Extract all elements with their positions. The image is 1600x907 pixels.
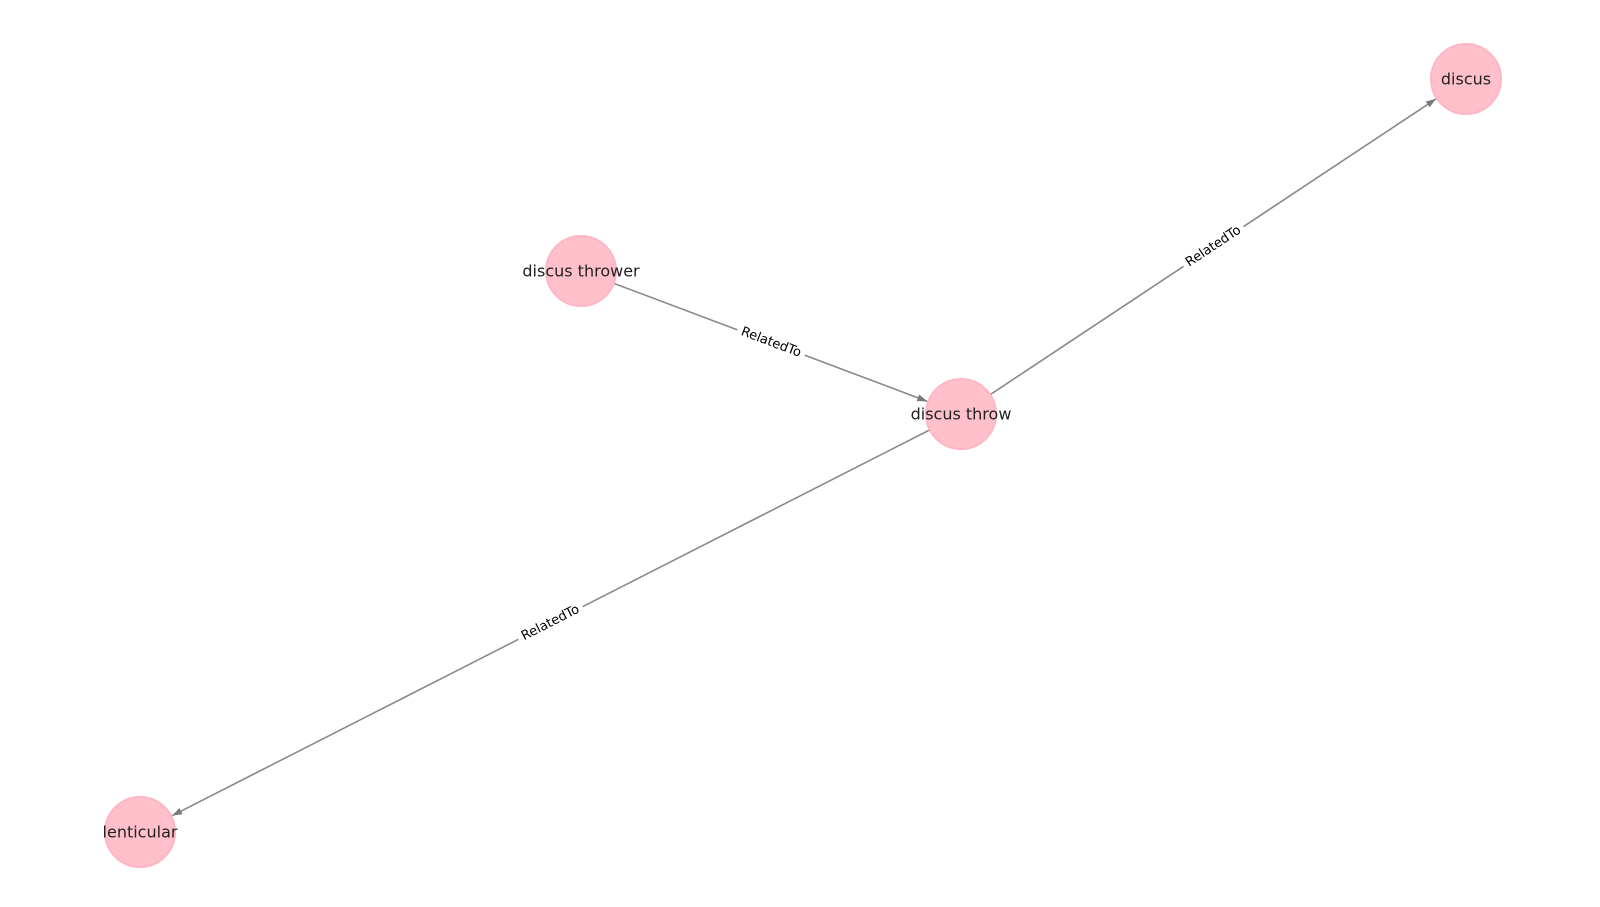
edge-label-discus-throw-to-lenticular: RelatedTo xyxy=(514,598,587,648)
arrowhead-discus-throw-to-discus xyxy=(1425,98,1437,108)
node-circle[interactable] xyxy=(545,235,617,307)
edge-label-discus-thrower-to-discus-throw: RelatedTo xyxy=(734,321,808,364)
edge-discus-thrower-to-discus-throw: RelatedTo xyxy=(613,282,928,403)
arrowhead-discus-throw-to-lenticular xyxy=(172,808,183,816)
edge-label-background xyxy=(1178,219,1249,274)
node-discus[interactable]: discus xyxy=(1430,43,1502,115)
nodes-layer: discus discus thrower discus throw lenticul… xyxy=(103,43,1502,868)
node-discus-throw[interactable]: discus throw xyxy=(911,378,1012,450)
arrowhead-discus-thrower-to-discus-throw xyxy=(916,394,928,402)
node-circle[interactable] xyxy=(1430,43,1502,115)
node-label: discus throw xyxy=(911,405,1012,424)
edge-discus-throw-to-lenticular: RelatedTo xyxy=(171,429,931,817)
node-circle[interactable] xyxy=(925,378,997,450)
edge-label-text: RelatedTo xyxy=(519,602,582,644)
node-label: lenticular xyxy=(103,823,178,842)
node-lenticular[interactable]: lenticular xyxy=(103,796,178,868)
edge-label-text: RelatedTo xyxy=(1183,223,1244,270)
node-discus-thrower[interactable]: discus thrower xyxy=(522,235,640,307)
node-label: discus thrower xyxy=(522,262,640,281)
edge-discus-throw-to-discus: RelatedTo xyxy=(989,98,1437,396)
edge-label-background xyxy=(734,321,808,364)
node-label: discus xyxy=(1441,70,1491,89)
node-circle[interactable] xyxy=(104,796,176,868)
edge-label-discus-throw-to-discus: RelatedTo xyxy=(1178,219,1249,274)
edge-label-background xyxy=(514,598,587,648)
